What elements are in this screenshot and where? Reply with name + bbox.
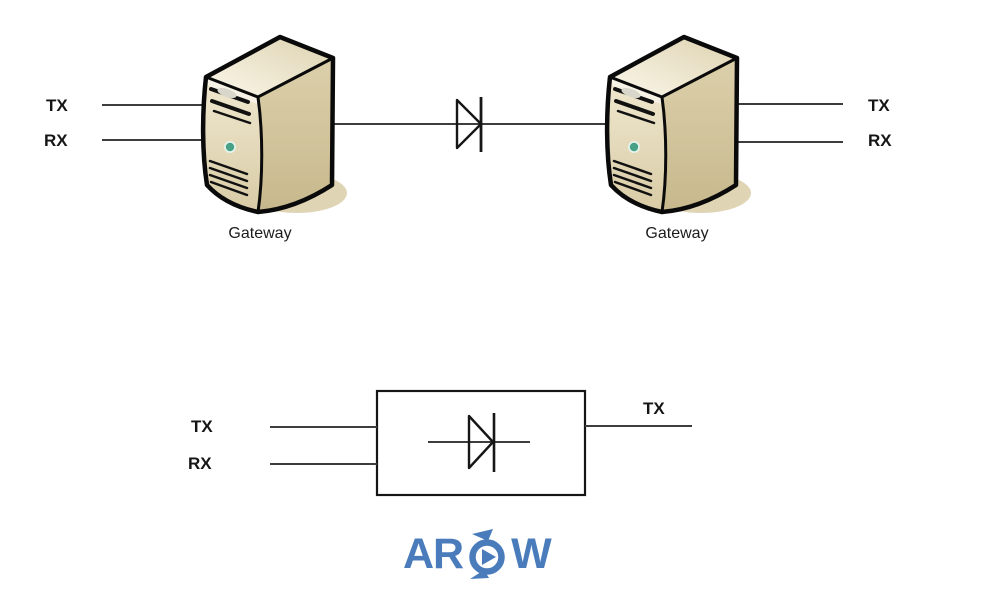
arrow-logo-prefix: AR — [403, 529, 464, 578]
rx-label-top-right: RX — [868, 131, 892, 150]
arrow-logo-o-icon — [469, 529, 505, 579]
diode-icon-bottom — [467, 413, 496, 472]
arrow-logo-suffix: W — [511, 529, 552, 578]
rx-label-top-left: RX — [44, 131, 68, 150]
gateway-server-icon-left — [203, 37, 347, 213]
tx-label-top-left: TX — [46, 96, 68, 115]
arrow-logo: AR W — [403, 527, 552, 581]
gateway-label-right: Gateway — [645, 225, 709, 242]
bottom-diagram-wires — [270, 425, 692, 465]
gateway-label-left: Gateway — [228, 225, 292, 242]
tx-label-bottom-out: TX — [643, 399, 665, 418]
rx-label-bottom-in: RX — [188, 454, 212, 473]
top-diagram-wires — [102, 103, 843, 143]
gateway-server-icon-right — [607, 37, 751, 213]
diode-icon-top — [455, 97, 483, 152]
tx-label-bottom-in: TX — [191, 417, 213, 436]
tx-label-top-right: TX — [868, 96, 890, 115]
